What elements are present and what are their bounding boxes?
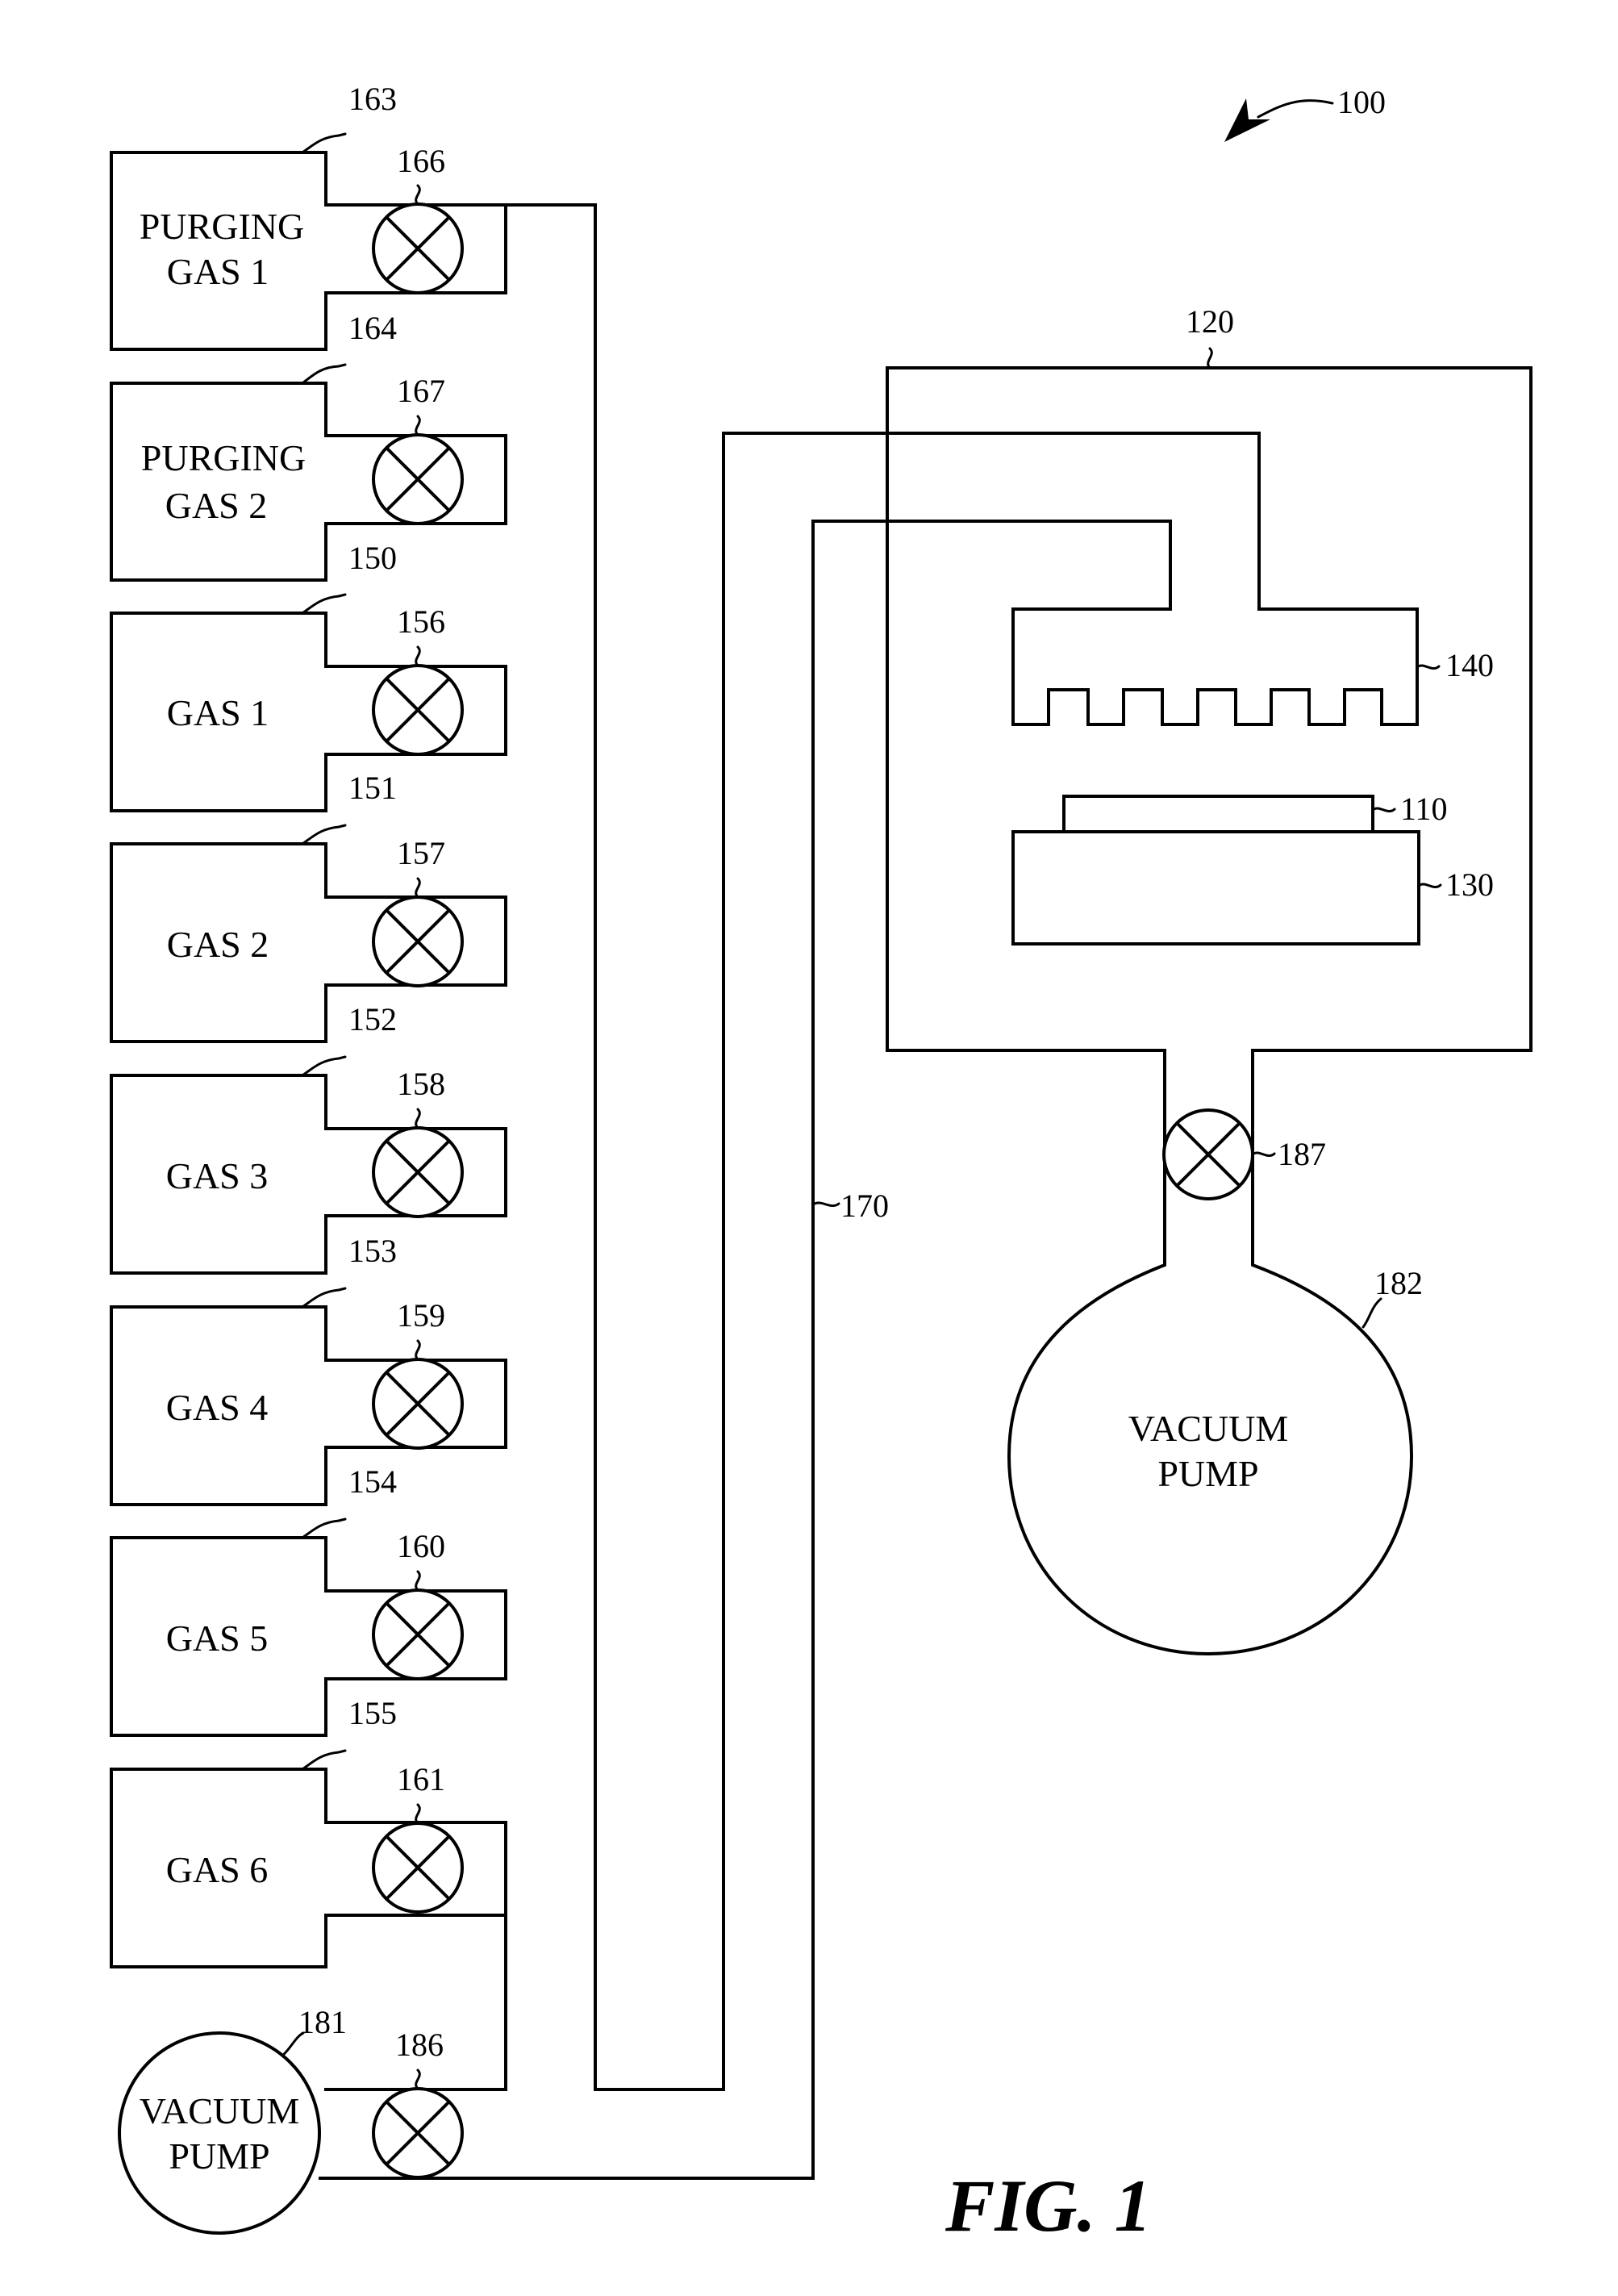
gas-source-ref: 152 xyxy=(348,1001,397,1037)
pump-label-line2: PUMP xyxy=(169,2135,269,2177)
valve-ref: 161 xyxy=(397,1761,445,1797)
arrowhead-icon xyxy=(1224,98,1270,142)
figure-ref-arrow: 100 xyxy=(1224,84,1386,142)
valve-ref: 157 xyxy=(397,835,445,871)
gas-source-ref: 164 xyxy=(348,310,397,346)
pedestal-ref: 130 xyxy=(1445,866,1494,903)
substrate-ref: 110 xyxy=(1400,791,1448,827)
valve-icon xyxy=(373,1359,462,1448)
chamber-ref: 120 xyxy=(1186,303,1234,340)
valve-ref: 158 xyxy=(397,1066,445,1102)
gas-source-ref: 154 xyxy=(348,1463,397,1500)
valve-icon xyxy=(373,1590,462,1679)
valve-icon xyxy=(373,204,462,293)
pump-manifold-segment xyxy=(326,1915,506,2089)
valve-icon xyxy=(373,897,462,986)
valve-icon xyxy=(373,435,462,524)
figure-caption: FIG. 1 xyxy=(945,2165,1152,2247)
gas-source-label: GAS 5 xyxy=(166,1618,269,1659)
main-pump-label-line1: VACUUM xyxy=(1128,1408,1289,1449)
valve-ref: 156 xyxy=(397,603,445,640)
showerhead-ref: 140 xyxy=(1445,647,1494,683)
valve-166: 166 xyxy=(373,143,462,293)
valve-186: 186 xyxy=(373,2027,462,2177)
valve-ref: 167 xyxy=(397,373,445,409)
figure-ref: 100 xyxy=(1337,84,1386,120)
gas-source-ref: 151 xyxy=(348,770,397,806)
valve-156: 156 xyxy=(373,603,462,754)
main-pump-ref: 182 xyxy=(1374,1265,1423,1301)
valve-ref: 186 xyxy=(395,2027,444,2063)
gas-source-label-line1: PURGING xyxy=(141,437,306,478)
valve-161: 161 xyxy=(373,1761,462,1912)
valve-icon xyxy=(373,2089,462,2177)
gas-source-label-line2: GAS 2 xyxy=(165,485,268,526)
valve-ref: 159 xyxy=(397,1297,445,1334)
valve-icon xyxy=(373,666,462,754)
gas-source-ref: 155 xyxy=(348,1695,397,1731)
valve-ref: 166 xyxy=(397,143,445,179)
gas-source-label: GAS 6 xyxy=(166,1849,269,1890)
valve-167: 167 xyxy=(373,373,462,524)
valve-ref: 160 xyxy=(397,1528,445,1564)
gas-source-label-line2: GAS 1 xyxy=(167,251,269,292)
valve-icon xyxy=(1164,1110,1253,1199)
gas-source-label: GAS 2 xyxy=(167,924,269,965)
valve-icon xyxy=(373,1128,462,1217)
valve-icon xyxy=(373,1823,462,1912)
gas-source-ref: 150 xyxy=(348,540,397,576)
gas-source-ref: 163 xyxy=(348,81,397,117)
pump-ref: 181 xyxy=(298,2004,347,2040)
substrate xyxy=(1064,796,1373,832)
gas-source-label: GAS 1 xyxy=(167,692,269,733)
showerhead xyxy=(1013,609,1417,724)
gas-source-label: GAS 3 xyxy=(166,1155,269,1196)
valve-157: 157 xyxy=(373,835,462,986)
gas-source-ref: 153 xyxy=(348,1233,397,1269)
gas-line-ref: 170 xyxy=(840,1188,889,1224)
gas-source-label-line1: PURGING xyxy=(140,206,304,247)
pedestal xyxy=(1013,832,1419,944)
vacuum-pump-181: VACUUM PUMP 181 xyxy=(119,2004,347,2233)
valve-158: 158 xyxy=(373,1066,462,1217)
pump-label-line1: VACUUM xyxy=(140,2090,300,2131)
gas-source-label: GAS 4 xyxy=(166,1387,269,1428)
process-chamber-120: 120 140 110 130 187 VACUUM PUMP 182 xyxy=(887,303,1531,1654)
valve-159: 159 xyxy=(373,1297,462,1448)
figure-ref-leader xyxy=(1258,101,1332,117)
exhaust-valve-ref: 187 xyxy=(1278,1136,1326,1172)
main-pump-label-line2: PUMP xyxy=(1157,1453,1258,1494)
purge-line xyxy=(462,205,1417,2089)
pump-body xyxy=(119,2033,319,2233)
valve-160: 160 xyxy=(373,1528,462,1679)
